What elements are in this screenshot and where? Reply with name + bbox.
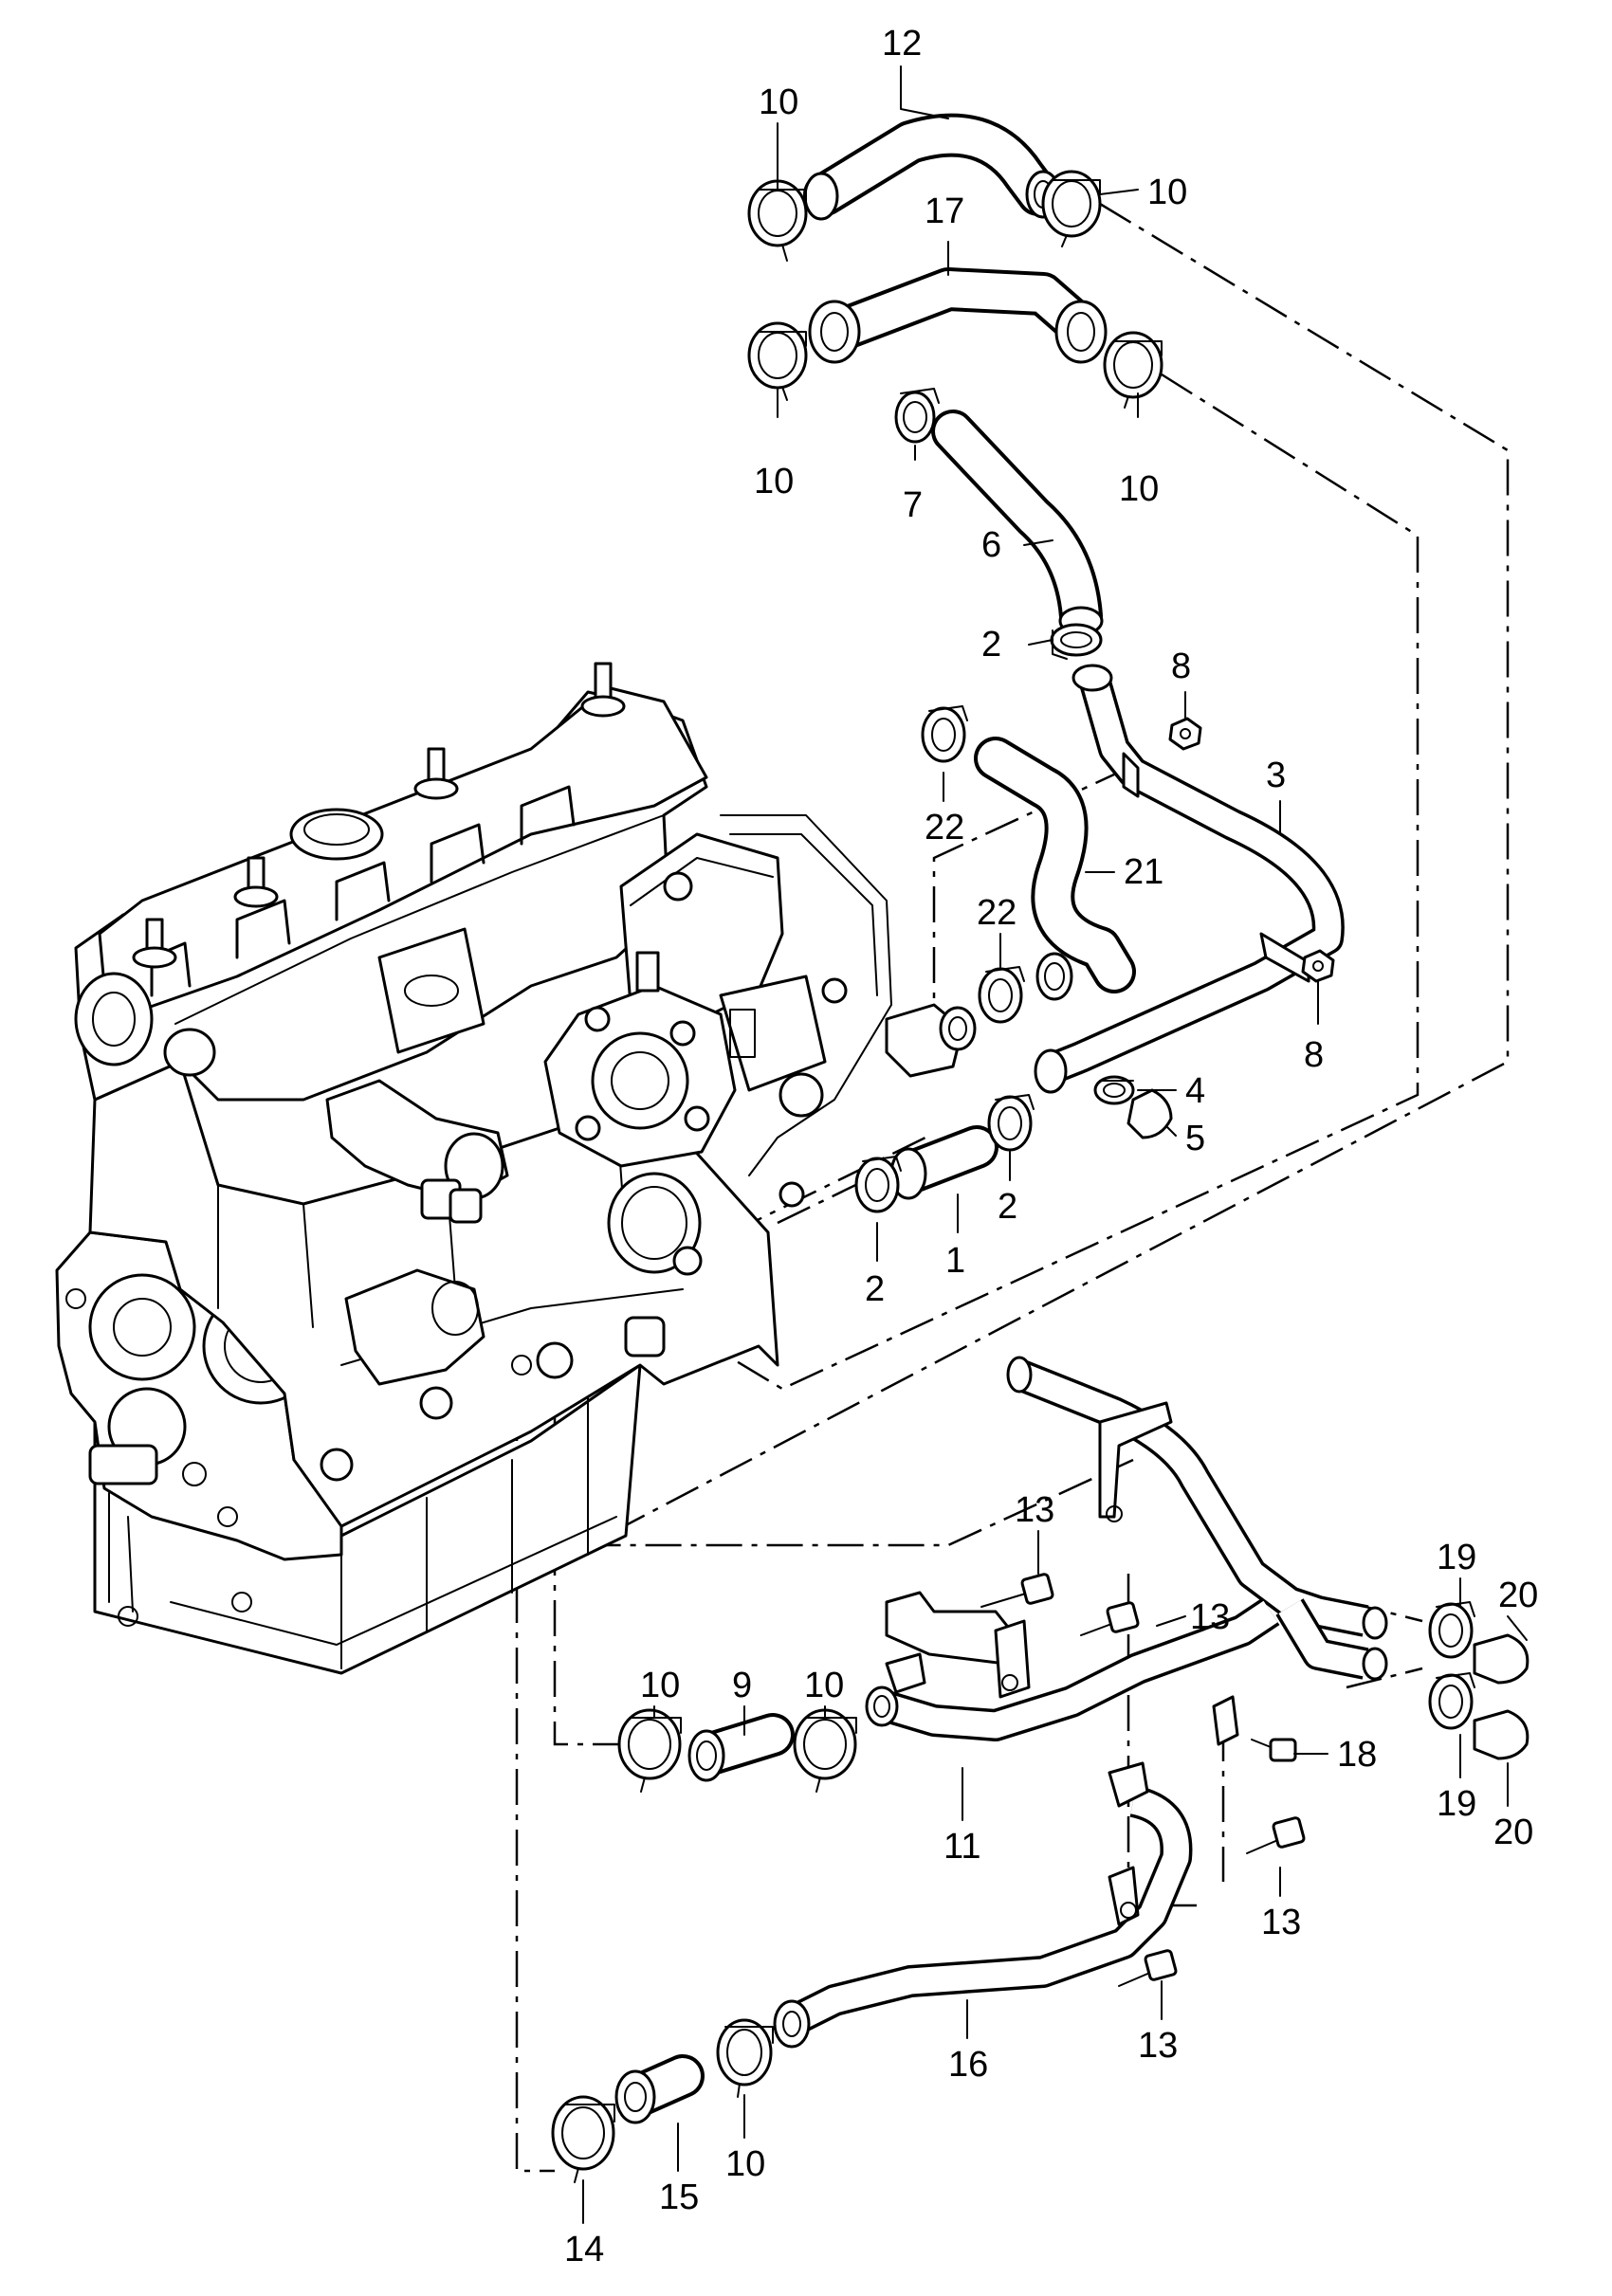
callout-15: 15 bbox=[659, 2178, 699, 2217]
cap-20-lower bbox=[1473, 1709, 1530, 1760]
clamp-19-lower bbox=[1428, 1672, 1475, 1730]
callout-10: 10 bbox=[725, 2144, 765, 2184]
bolt-13-b bbox=[1080, 1601, 1140, 1636]
clamp-14 bbox=[551, 2095, 615, 2183]
callout-10: 10 bbox=[1147, 173, 1187, 212]
clamp-2-lower bbox=[854, 1156, 902, 1213]
hose-17 bbox=[808, 267, 1108, 364]
callout-20: 20 bbox=[1493, 1813, 1533, 1852]
callout-4: 4 bbox=[1185, 1071, 1205, 1111]
engine-block bbox=[55, 662, 892, 1675]
cap-20-upper bbox=[1473, 1633, 1530, 1685]
callout-12: 12 bbox=[882, 24, 922, 64]
callout-22: 22 bbox=[925, 808, 964, 847]
pipe-11 bbox=[865, 1356, 1388, 1746]
callout-2: 2 bbox=[998, 1187, 1017, 1227]
fasteners-and-caps bbox=[980, 717, 1530, 1987]
callout-7: 7 bbox=[903, 485, 923, 525]
callout-21: 21 bbox=[1124, 852, 1163, 892]
clamp-7 bbox=[894, 388, 940, 444]
callout-9: 9 bbox=[732, 1666, 752, 1705]
hose-9 bbox=[687, 1713, 795, 1782]
callout-10: 10 bbox=[1119, 469, 1159, 509]
hose-clamps bbox=[551, 170, 1475, 2183]
callout-19: 19 bbox=[1437, 1784, 1476, 1824]
callout-labels: 12 10 10 17 10 10 7 6 2 8 3 22 21 22 8 4… bbox=[564, 24, 1538, 2269]
clamp-22-upper bbox=[921, 705, 968, 763]
nut-8-lower bbox=[1301, 949, 1335, 983]
callout-13: 13 bbox=[1015, 1490, 1054, 1530]
bolt-13-d bbox=[1118, 1949, 1178, 1987]
callout-2: 2 bbox=[865, 1269, 885, 1309]
callout-22: 22 bbox=[977, 893, 1017, 933]
clamp-19-upper bbox=[1428, 1601, 1475, 1659]
callout-13: 13 bbox=[1261, 1903, 1301, 1942]
clamp-10-mid-right bbox=[1103, 331, 1163, 409]
callout-19: 19 bbox=[1437, 1538, 1476, 1577]
pipe-16 bbox=[773, 1761, 1193, 2049]
bolt-13-c bbox=[1246, 1816, 1306, 1854]
callout-14: 14 bbox=[564, 2230, 604, 2269]
clamp-10-bottom-mid bbox=[793, 1708, 857, 1793]
hose-21 bbox=[974, 737, 1136, 1001]
callout-13: 13 bbox=[1190, 1597, 1230, 1637]
callout-10: 10 bbox=[759, 82, 798, 122]
clamp-10-top-left bbox=[747, 179, 808, 262]
callout-8: 8 bbox=[1171, 647, 1191, 686]
clamp-2-mid bbox=[987, 1094, 1035, 1152]
clamp-22-lower bbox=[978, 966, 1025, 1024]
callout-10: 10 bbox=[804, 1666, 844, 1705]
callout-16: 16 bbox=[948, 2045, 988, 2085]
nut-8-upper bbox=[1168, 717, 1202, 751]
callout-13: 13 bbox=[1138, 2026, 1178, 2066]
bolt-13-a bbox=[980, 1573, 1054, 1608]
callout-5: 5 bbox=[1185, 1119, 1205, 1158]
callout-6: 6 bbox=[981, 525, 1001, 565]
clamp-10-bottom-left bbox=[617, 1708, 682, 1793]
cap-5 bbox=[1127, 1088, 1173, 1139]
hose-15 bbox=[614, 2054, 705, 2124]
callout-10: 10 bbox=[754, 462, 794, 501]
clamp-2-upper bbox=[1050, 623, 1103, 660]
callout-10: 10 bbox=[640, 1666, 680, 1705]
callout-8: 8 bbox=[1304, 1035, 1324, 1075]
clamp-10-lower bbox=[716, 2018, 774, 2098]
callout-3: 3 bbox=[1266, 756, 1286, 795]
callout-17: 17 bbox=[925, 191, 964, 231]
bolt-18 bbox=[1251, 1738, 1297, 1762]
hose-1 bbox=[889, 1125, 998, 1200]
leader-lines bbox=[582, 65, 1528, 2224]
hose-6 bbox=[931, 410, 1104, 638]
connector-tee bbox=[885, 1003, 977, 1078]
clamp-4 bbox=[1093, 1075, 1135, 1105]
clamp-10-top-right bbox=[1041, 170, 1102, 247]
pipe-3 bbox=[1034, 664, 1345, 1094]
callout-2: 2 bbox=[981, 625, 1001, 665]
callout-1: 1 bbox=[945, 1241, 965, 1281]
callout-18: 18 bbox=[1337, 1735, 1377, 1775]
callout-11: 11 bbox=[943, 1827, 980, 1867]
callout-20: 20 bbox=[1498, 1576, 1538, 1615]
